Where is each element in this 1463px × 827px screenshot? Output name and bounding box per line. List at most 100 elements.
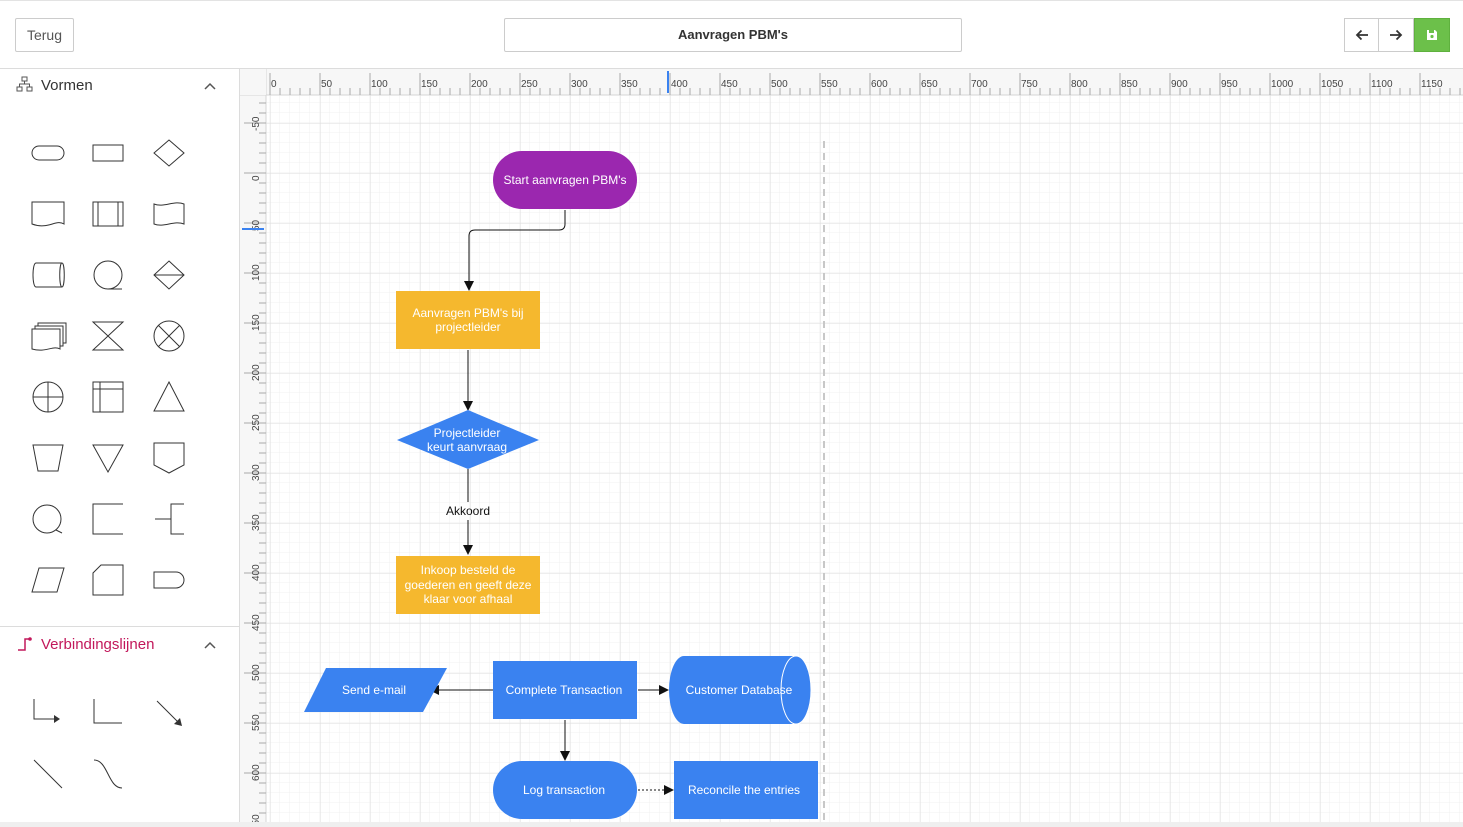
ruler-label: 800 — [1071, 79, 1088, 90]
node-complete-transaction[interactable]: Complete Transaction — [493, 661, 637, 719]
node-send-email[interactable]: Send e-mail — [304, 668, 447, 712]
ruler-label: 450 — [251, 614, 262, 631]
ruler-label: 150 — [251, 314, 262, 331]
node-start[interactable]: Start aanvragen PBM's — [493, 151, 637, 209]
ruler-label: 400 — [671, 79, 688, 90]
redo-button[interactable] — [1379, 18, 1414, 52]
horizontal-ruler — [240, 69, 1463, 95]
diagram-title[interactable]: Aanvragen PBM's — [504, 18, 962, 52]
ruler-label: 200 — [251, 364, 262, 381]
orthogonal-arrow-connector[interactable] — [28, 693, 68, 733]
node-log-transaction[interactable]: Log transaction — [493, 761, 637, 819]
internal-storage-shape[interactable] — [88, 377, 128, 417]
ruler-label: 1150 — [1421, 79, 1443, 90]
ruler-label: 300 — [571, 79, 588, 90]
straight-arrow-connector[interactable] — [149, 693, 189, 733]
page-boundary — [823, 141, 825, 822]
ruler-label: 1100 — [1371, 79, 1393, 90]
ruler-label: 850 — [1121, 79, 1138, 90]
ruler-label: 550 — [821, 79, 838, 90]
data-shape[interactable] — [28, 560, 68, 600]
svg-text:Send e-mail: Send e-mail — [342, 683, 406, 697]
ruler-label: 600 — [871, 79, 888, 90]
sequential-access-shape[interactable] — [28, 499, 68, 539]
sitemap-icon — [16, 76, 33, 92]
sort-shape[interactable] — [149, 255, 189, 295]
ruler-label: 500 — [251, 664, 262, 681]
arrow-right-icon — [1390, 29, 1403, 41]
connectors-section-header[interactable]: Verbindingslijnen — [0, 628, 239, 664]
ruler-label: 550 — [251, 714, 262, 731]
sequential-data-shape[interactable] — [88, 255, 128, 295]
node-customer-database[interactable]: Customer Database — [669, 655, 812, 725]
ruler-label: 300 — [251, 464, 262, 481]
toolbar: Terug Aanvragen PBM's — [0, 3, 1463, 69]
svg-text:Log transaction: Log transaction — [523, 783, 605, 797]
ruler-label: 100 — [251, 264, 262, 281]
ruler-label: 900 — [1171, 79, 1188, 90]
vertical-ruler-labels: -500501001502002503003504004505005506006… — [251, 116, 262, 822]
annotation-bracket-shape[interactable] — [149, 499, 189, 539]
chevron-up-icon[interactable] — [204, 641, 216, 649]
svg-text:Reconcile the entries: Reconcile the entries — [688, 783, 800, 797]
horizontal-ruler-ticks — [269, 73, 1461, 95]
vertical-ruler — [240, 69, 266, 822]
annotation-shape[interactable] — [88, 499, 128, 539]
card-shape[interactable] — [88, 560, 128, 600]
connector-icon — [18, 637, 32, 651]
svg-text:klaar voor afhaal: klaar voor afhaal — [424, 592, 513, 606]
ruler-label: 650 — [251, 814, 262, 822]
delay-shape[interactable] — [149, 560, 189, 600]
node-reconcile[interactable]: Reconcile the entries — [674, 761, 818, 819]
extract-shape[interactable] — [149, 377, 189, 417]
collate-shape[interactable] — [88, 316, 128, 356]
orthogonal-line-connector[interactable] — [88, 693, 128, 733]
save-button[interactable] — [1414, 18, 1450, 52]
svg-text:Projectleider: Projectleider — [434, 426, 501, 440]
shapes-section-title: Vormen — [41, 77, 93, 94]
ruler-label: 1000 — [1271, 79, 1294, 90]
shapes-section-header[interactable]: Vormen — [0, 69, 239, 105]
straight-line-connector[interactable] — [28, 754, 68, 794]
bottom-scrollbar[interactable] — [0, 822, 1463, 827]
svg-text:Inkoop besteld de: Inkoop besteld de — [421, 563, 516, 577]
merge-shape[interactable] — [88, 438, 128, 478]
ruler-label: 600 — [251, 764, 262, 781]
ruler-label: 400 — [251, 564, 262, 581]
process-shape[interactable] — [88, 133, 128, 173]
connector-start-to-request[interactable] — [464, 210, 566, 291]
node-decision[interactable]: Projectleider keurt aanvraag — [397, 410, 539, 469]
back-button[interactable]: Terug — [15, 18, 74, 52]
history-controls — [1344, 18, 1450, 52]
ruler-label: -50 — [251, 116, 262, 131]
ruler-label: 750 — [1021, 79, 1038, 90]
connectors-section-title: Verbindingslijnen — [41, 636, 155, 653]
vertical-ruler-ticks — [244, 102, 266, 814]
ruler-label: 100 — [371, 79, 388, 90]
ruler-label: 200 — [471, 79, 488, 90]
off-page-reference-shape[interactable] — [149, 438, 189, 478]
summing-junction-shape[interactable] — [149, 316, 189, 356]
svg-text:Start aanvragen PBM's: Start aanvragen PBM's — [503, 173, 626, 187]
document-shape[interactable] — [28, 194, 68, 234]
bezier-connector[interactable] — [88, 754, 128, 794]
node-purchase[interactable]: Inkoop besteld de goederen en geeft deze… — [396, 556, 540, 614]
stored-data-shape[interactable] — [28, 255, 68, 295]
ruler-label: 350 — [251, 514, 262, 531]
predefined-process-shape[interactable] — [88, 194, 128, 234]
tape-shape[interactable] — [149, 194, 189, 234]
or-shape[interactable] — [28, 377, 68, 417]
svg-text:Aanvragen PBM's bij: Aanvragen PBM's bij — [412, 306, 523, 320]
manual-operation-shape[interactable] — [28, 438, 68, 478]
ruler-label: 650 — [921, 79, 938, 90]
terminator-shape[interactable] — [28, 133, 68, 173]
chevron-up-icon[interactable] — [204, 82, 216, 90]
ruler-label: 50 — [321, 79, 333, 90]
undo-button[interactable] — [1344, 18, 1379, 52]
shape-palette: Vormen Verbindingslijnen — [0, 69, 240, 822]
decision-shape[interactable] — [149, 133, 189, 173]
multi-document-shape[interactable] — [28, 316, 68, 356]
node-request[interactable]: Aanvragen PBM's bij projectleider — [396, 291, 540, 349]
